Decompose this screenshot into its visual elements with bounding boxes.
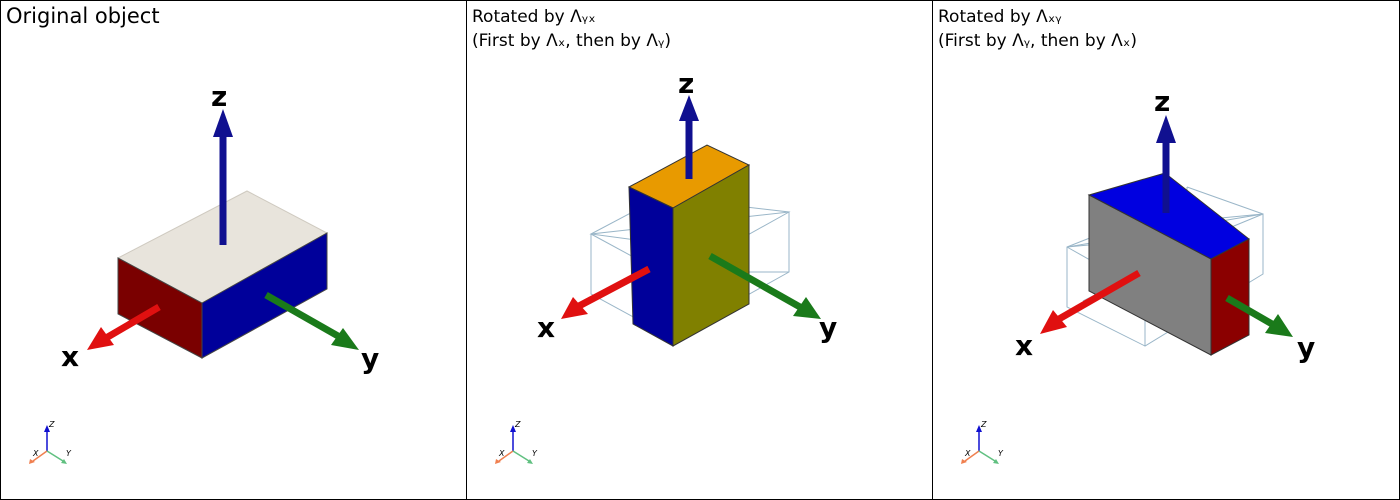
y-axis-head [331,328,359,350]
orientation-triad: Z X Y [29,420,72,464]
scene-original: z x y Z X Y [29,80,379,464]
orientation-triad: Z X Y [961,420,1004,464]
y-axis-label: y [1297,331,1315,364]
x-axis-label: x [1015,329,1033,362]
x-axis-head [1040,310,1067,334]
z-axis-label: z [1154,85,1170,118]
mini-x-label: X [32,449,39,458]
box-left-face [628,186,674,347]
x-axis-shaft [104,303,161,342]
x-axis-shaft [1057,269,1141,323]
mini-y-label: Y [998,449,1004,458]
panel-title-line1: Rotated by Λᵧₓ [472,7,596,27]
y-axis-shaft [1225,294,1274,328]
x-axis-head [561,297,588,319]
mini-z-label: Z [48,420,55,429]
y-axis-label: y [819,311,837,344]
panel-title-line2: (First by Λₓ, then by Λᵧ) [472,31,671,51]
panel-rotated-yx: Rotated by Λᵧₓ (First by Λₓ, then by Λᵧ)… [466,0,934,500]
panel-title-line1: Rotated by Λₓᵧ [938,7,1062,27]
mini-x-label: X [964,449,971,458]
z-axis-head [679,95,699,121]
scene-rotated-yx: z x y Z X Y [495,67,837,464]
x-axis-head [87,327,114,350]
y-axis-shaft [264,291,340,340]
z-axis-label: z [211,80,227,113]
panel-original: Original object z x y Z X Y [0,0,468,500]
scene-rotated-xy: z x y Z X Y [961,85,1315,464]
mini-y-label: Y [66,449,72,458]
y-axis-head [1265,314,1293,337]
z-axis-head [213,109,233,137]
panel-title: Rotated by Λₓᵧ (First by Λᵧ, then by Λₓ) [938,5,1137,53]
box-right-face [201,232,328,359]
x-axis-label: x [537,311,555,344]
orientation-triad: Z X Y [495,420,538,464]
y-axis-head [793,297,821,319]
mini-z-label: Z [514,420,521,429]
x-axis-label: x [61,340,79,373]
x-axis-shaft [577,265,651,310]
mini-x-label: X [498,449,505,458]
z-axis-label: z [678,67,694,100]
mini-y-label: Y [532,449,538,458]
panel-title: Original object [6,4,160,28]
panel-title-line2: (First by Λᵧ, then by Λₓ) [938,31,1137,51]
mini-z-label: Z [980,420,987,429]
panel-title: Rotated by Λᵧₓ (First by Λₓ, then by Λᵧ) [472,5,671,53]
panel-rotated-xy: Rotated by Λₓᵧ (First by Λᵧ, then by Λₓ)… [932,0,1400,500]
y-axis-shaft [708,252,802,311]
z-axis-head [1156,115,1176,143]
y-axis-label: y [361,342,379,375]
